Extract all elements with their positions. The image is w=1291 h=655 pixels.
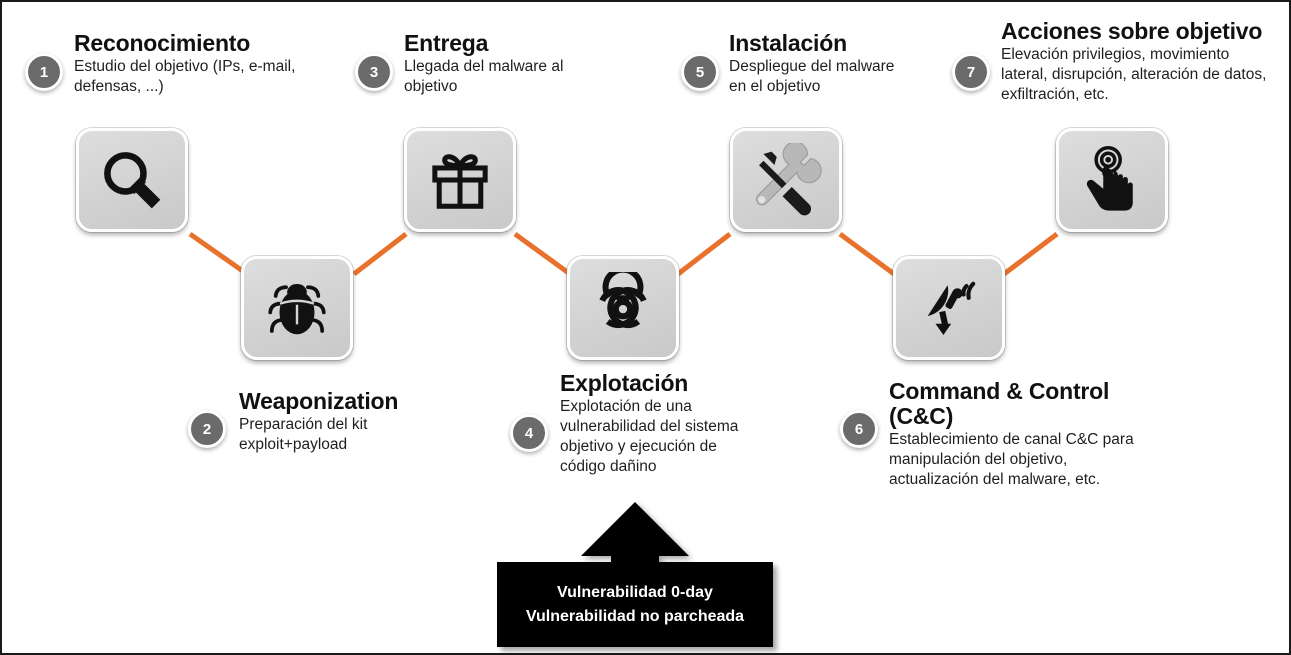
step-title-7: Acciones sobre objetivo [1001, 18, 1263, 44]
step-title-4: Explotación [560, 370, 689, 396]
step-badge-4: 4 [510, 414, 548, 452]
step-badge-5: 5 [681, 53, 719, 91]
step-title-2: Weaponization [239, 388, 399, 414]
step-badge-3: 3 [355, 53, 393, 91]
step-desc-5: Despliegue del malware en el objetivo [729, 57, 895, 95]
step-tile-7[interactable] [1056, 128, 1168, 232]
step-desc-4: Explotación de una vulnerabilidad del si… [560, 397, 739, 476]
zero-day-line-1: Vulnerabilidad 0-day [557, 584, 713, 602]
connector-6-7 [1002, 232, 1059, 276]
step-badge-6: 6 [840, 410, 878, 448]
step-desc-2: Preparación del kit exploit+payload [239, 415, 368, 453]
tap-hand-icon [1077, 145, 1147, 215]
connector-2-3 [352, 232, 408, 276]
zero-day-box: Vulnerabilidad 0-day Vulnerabilidad no p… [497, 562, 773, 647]
step-title-6: Command & Control (C&C) [889, 378, 1110, 429]
step-badge-7: 7 [952, 53, 990, 91]
connector-5-6 [838, 231, 896, 277]
bug-icon [262, 273, 332, 343]
step-desc-7: Elevación privilegios, movimiento latera… [1001, 45, 1267, 104]
step-desc-3: Llegada del malware al objetivo [404, 57, 564, 95]
zero-day-line-2: Vulnerabilidad no parcheada [525, 607, 745, 625]
satellite-dish-icon [913, 272, 985, 344]
step-title-3: Entrega [404, 30, 489, 56]
step-tile-1[interactable] [76, 128, 188, 232]
step-desc-6: Establecimiento de canal C&C para manipu… [889, 430, 1134, 488]
step-title-5: Instalación [729, 30, 847, 56]
up-arrow-icon [581, 502, 689, 568]
connector-1-2 [188, 231, 249, 277]
biohazard-icon [587, 272, 659, 344]
step-tile-3[interactable] [404, 128, 516, 232]
step-tile-4[interactable] [567, 256, 679, 360]
step-badge-2: 2 [188, 410, 226, 448]
tools-icon [749, 143, 823, 217]
gift-icon [425, 145, 495, 215]
step-badge-1: 1 [25, 53, 63, 91]
step-tile-6[interactable] [893, 256, 1005, 360]
connector-3-4 [513, 231, 572, 277]
step-title-1: Reconocimiento [74, 30, 251, 56]
magnifier-icon [97, 145, 167, 215]
step-desc-1: Estudio del objetivo (IPs, e-mail, defen… [74, 57, 296, 95]
step-tile-2[interactable] [241, 256, 353, 360]
step-tile-5[interactable] [730, 128, 842, 232]
connector-4-5 [676, 232, 732, 276]
